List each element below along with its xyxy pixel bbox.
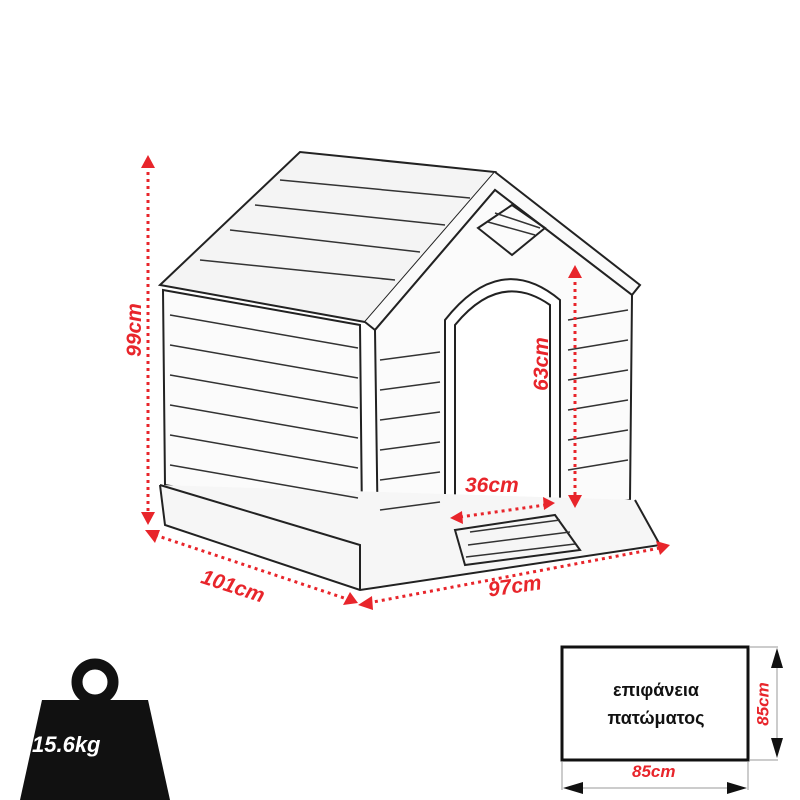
height-label: 99cm (122, 303, 146, 357)
floor-depth-label: 85cm (753, 682, 773, 726)
floor-area-label: επιφάνεια πατώματος (566, 676, 746, 732)
floor-width-label: 85cm (632, 762, 676, 781)
weight-icon (20, 658, 170, 800)
door-width-label: 36cm (465, 474, 519, 497)
dimension-lines (146, 165, 661, 605)
floor-label-line2: πατώματος (607, 708, 705, 728)
floor-label-line1: επιφάνεια (613, 680, 699, 700)
weight-label: 15.6kg (32, 732, 101, 757)
door-height-label: 63cm (529, 337, 553, 391)
